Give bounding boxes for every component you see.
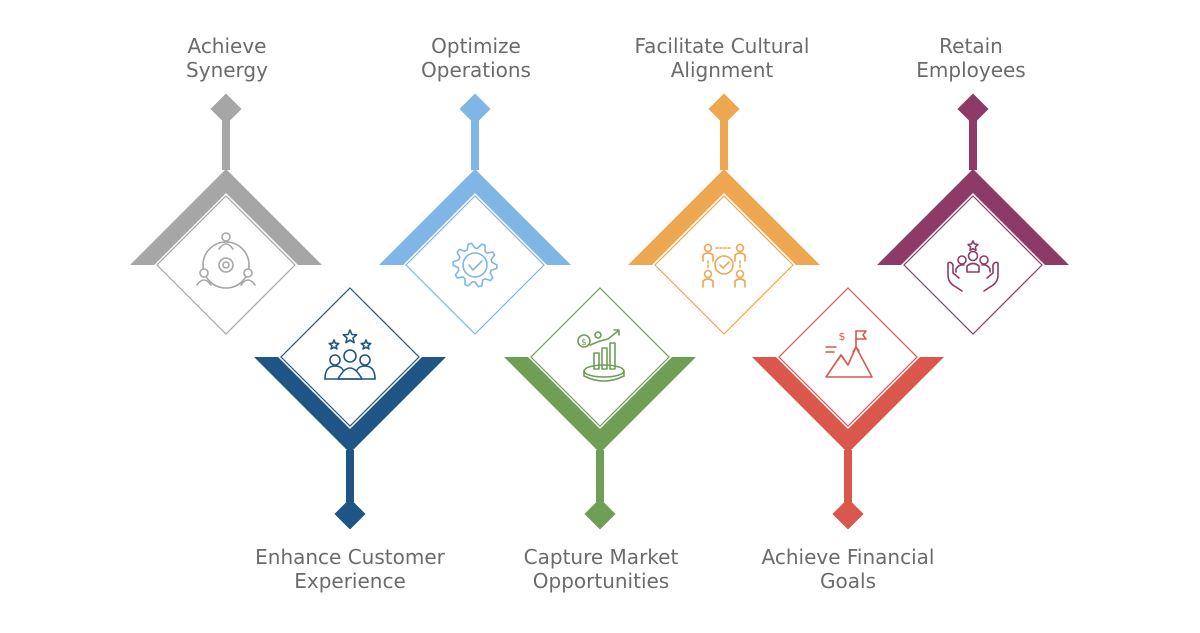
label-financial-line2: Goals — [820, 569, 876, 593]
growth-chart-icon: $ — [577, 329, 625, 382]
label-financial: Achieve Financial Goals — [728, 545, 968, 593]
people-alignment-icon — [702, 243, 746, 288]
marker-market — [584, 498, 616, 530]
marker-culture — [708, 93, 740, 125]
label-synergy: Achieve Synergy — [107, 34, 347, 82]
frame-operations — [405, 195, 545, 335]
frame-culture — [654, 195, 794, 335]
step-market: $ — [504, 287, 696, 530]
frame-synergy — [156, 195, 296, 335]
chevron-synergy — [130, 169, 322, 265]
frame-employees — [903, 195, 1043, 335]
hands-team-icon — [947, 240, 999, 292]
connector-operations — [471, 118, 479, 170]
label-synergy-line1: Achieve — [187, 34, 267, 58]
connector-financial — [844, 450, 852, 502]
step-employees — [877, 93, 1069, 335]
mountain-flag-icon: $ — [825, 330, 873, 378]
label-market-line2: Opportunities — [532, 569, 670, 593]
gear-check-icon — [452, 242, 498, 288]
label-employees-line2: Employees — [916, 58, 1026, 82]
connector-culture — [720, 118, 728, 170]
connector-synergy — [222, 118, 230, 170]
marker-employees — [957, 93, 989, 125]
step-operations — [379, 93, 571, 335]
frame-market — [530, 287, 670, 427]
step-customer — [254, 287, 446, 530]
marker-financial — [832, 498, 864, 530]
label-culture-line2: Alignment — [670, 58, 774, 82]
label-customer-line2: Experience — [294, 569, 406, 593]
connector-market — [596, 450, 604, 502]
label-financial-line1: Achieve Financial — [761, 545, 935, 569]
marker-customer — [334, 498, 366, 530]
step-culture — [628, 93, 820, 335]
chevron-financial — [752, 357, 944, 453]
marker-synergy — [210, 93, 242, 125]
label-synergy-line2: Synergy — [186, 58, 268, 82]
chevron-operations — [379, 169, 571, 265]
label-operations: Optimize Operations — [356, 34, 596, 82]
chevron-culture — [628, 169, 820, 265]
chevron-employees — [877, 169, 1069, 265]
team-gear-icon — [196, 232, 256, 289]
label-market-line1: Capture Market — [523, 545, 679, 569]
frame-customer — [280, 287, 420, 427]
label-customer: Enhance Customer Experience — [230, 545, 470, 593]
step-financial: $ — [752, 287, 944, 530]
svg-text:$: $ — [839, 330, 846, 343]
chevron-customer — [254, 357, 446, 453]
connector-customer — [346, 450, 354, 502]
label-market: Capture Market Opportunities — [481, 545, 721, 593]
label-employees: Retain Employees — [851, 34, 1091, 82]
chevron-market — [504, 357, 696, 453]
label-operations-line1: Optimize — [431, 34, 521, 58]
label-culture: Facilitate Cultural Alignment — [602, 34, 842, 82]
label-customer-line1: Enhance Customer — [255, 545, 445, 569]
label-culture-line1: Facilitate Cultural — [634, 34, 810, 58]
frame-financial — [778, 287, 918, 427]
step-synergy — [130, 93, 322, 335]
label-operations-line2: Operations — [421, 58, 531, 82]
connector-employees — [969, 118, 977, 170]
label-employees-line1: Retain — [939, 34, 1003, 58]
svg-text:$: $ — [581, 338, 587, 348]
rated-team-icon — [324, 329, 376, 380]
marker-operations — [459, 93, 491, 125]
